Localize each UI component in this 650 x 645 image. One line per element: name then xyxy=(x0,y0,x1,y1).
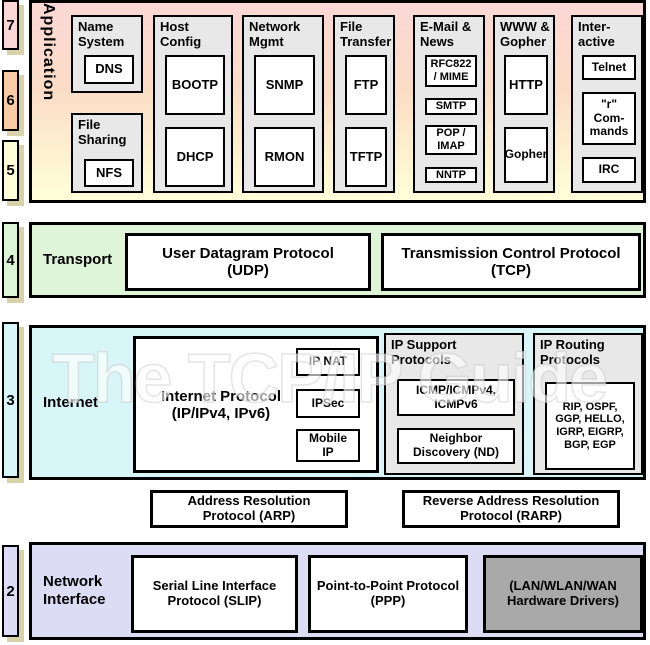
group-ip-support-protocols: IP Support Protocols ICMP/ICMPv4, ICMPv6… xyxy=(384,333,524,475)
group-email-news: E-Mail & News RFC822 / MIME SMTP POP / I… xyxy=(413,15,485,193)
protocol-box-mobile-ip: Mobile IP xyxy=(296,429,360,462)
group-host-config: Host Config BOOTP DHCP xyxy=(153,15,233,193)
protocol-box-slip: Serial Line Interface Protocol (SLIP) xyxy=(131,555,298,633)
protocol-box-bootp: BOOTP xyxy=(165,55,225,115)
ip-box-label: Internet Protocol (IP/IPv4, IPv6) xyxy=(160,387,281,422)
protocol-box-telnet: Telnet xyxy=(582,55,636,80)
group-title: Network Mgmt xyxy=(249,19,301,49)
protocol-box-rmon: RMON xyxy=(254,127,315,187)
protocol-box-rarp: Reverse Address Resolution Protocol (RAR… xyxy=(402,490,620,528)
layer-6-badge: 6 xyxy=(2,70,19,131)
group-title: Inter-active xyxy=(578,19,615,49)
application-band: Application Name System DNS File Sharing… xyxy=(29,0,646,203)
protocol-box-nntp: NNTP xyxy=(425,167,477,183)
group-interactive: Inter-active Telnet "r" Com- mands IRC xyxy=(571,15,643,193)
layer-4-badge: 4 xyxy=(2,222,19,298)
internet-label: Internet xyxy=(43,393,99,411)
group-title: Name System xyxy=(78,19,125,49)
protocol-box-ppp: Point-to-Point Protocol (PPP) xyxy=(308,555,468,633)
transport-band: Transport User Datagram Protocol (UDP) T… xyxy=(29,222,646,298)
protocol-box-lan-hardware-drivers: (LAN/WLAN/WAN Hardware Drivers) xyxy=(483,555,643,633)
group-ip-routing-protocols: IP Routing Protocols RIP, OSPF, GGP, HEL… xyxy=(533,333,643,475)
group-title: File Transfer xyxy=(340,19,392,49)
protocol-box-ip-nat: IP NAT xyxy=(296,348,360,376)
protocol-box-ftp: FTP xyxy=(345,55,387,115)
group-title: Host Config xyxy=(160,19,202,49)
group-title: WWW & Gopher xyxy=(500,19,550,49)
protocol-box-irc: IRC xyxy=(582,157,636,183)
group-name-system: Name System DNS xyxy=(71,15,143,93)
protocol-box-tftp: TFTP xyxy=(345,127,387,187)
protocol-box-udp: User Datagram Protocol (UDP) xyxy=(125,233,371,291)
protocol-box-pop-imap: POP / IMAP xyxy=(425,125,477,155)
group-title: IP Routing Protocols xyxy=(540,337,605,367)
group-www-gopher: WWW & Gopher HTTP Gopher xyxy=(493,15,555,193)
protocol-box-neighbor-discovery: Neighbor Discovery (ND) xyxy=(397,428,515,464)
protocol-box-tcp: Transmission Control Protocol (TCP) xyxy=(381,233,641,291)
protocol-box-rfc822-mime: RFC822 / MIME xyxy=(425,55,477,87)
protocol-box-ip: Internet Protocol (IP/IPv4, IPv6) IP NAT… xyxy=(133,336,379,473)
group-file-transfer: File Transfer FTP TFTP xyxy=(333,15,395,193)
protocol-box-dhcp: DHCP xyxy=(165,127,225,187)
protocol-box-arp: Address Resolution Protocol (ARP) xyxy=(150,490,348,528)
protocol-box-routing-list: RIP, OSPF, GGP, HELLO, IGRP, EIGRP, BGP,… xyxy=(545,382,635,470)
transport-label: Transport xyxy=(43,251,113,268)
group-network-mgmt: Network Mgmt SNMP RMON xyxy=(242,15,324,193)
internet-band: Internet Internet Protocol (IP/IPv4, IPv… xyxy=(29,325,646,480)
protocol-box-ipsec: IPSec xyxy=(296,389,360,418)
protocol-box-snmp: SNMP xyxy=(254,55,315,115)
layer-7-badge: 7 xyxy=(2,0,19,50)
protocol-box-smtp: SMTP xyxy=(425,98,477,115)
group-title: E-Mail & News xyxy=(420,19,472,49)
network-interface-label: Network Interface xyxy=(43,573,106,608)
protocol-box-http: HTTP xyxy=(504,55,548,115)
protocol-box-r-commands: "r" Com- mands xyxy=(582,92,636,145)
application-label: Application xyxy=(40,3,57,102)
group-title: IP Support Protocols xyxy=(391,337,457,367)
layer-3-badge: 3 xyxy=(2,322,19,478)
group-title: File Sharing xyxy=(78,117,127,147)
protocol-box-icmp: ICMP/ICMPv4, ICMPv6 xyxy=(397,379,515,416)
protocol-box-dns: DNS xyxy=(84,55,134,84)
layer-2-badge: 2 xyxy=(2,545,19,637)
layer-5-badge: 5 xyxy=(2,140,19,201)
network-interface-band: Network Interface Serial Line Interface … xyxy=(29,542,646,640)
protocol-box-nfs: NFS xyxy=(84,159,134,187)
group-file-sharing: File Sharing NFS xyxy=(71,113,143,193)
protocol-box-gopher: Gopher xyxy=(504,127,548,183)
